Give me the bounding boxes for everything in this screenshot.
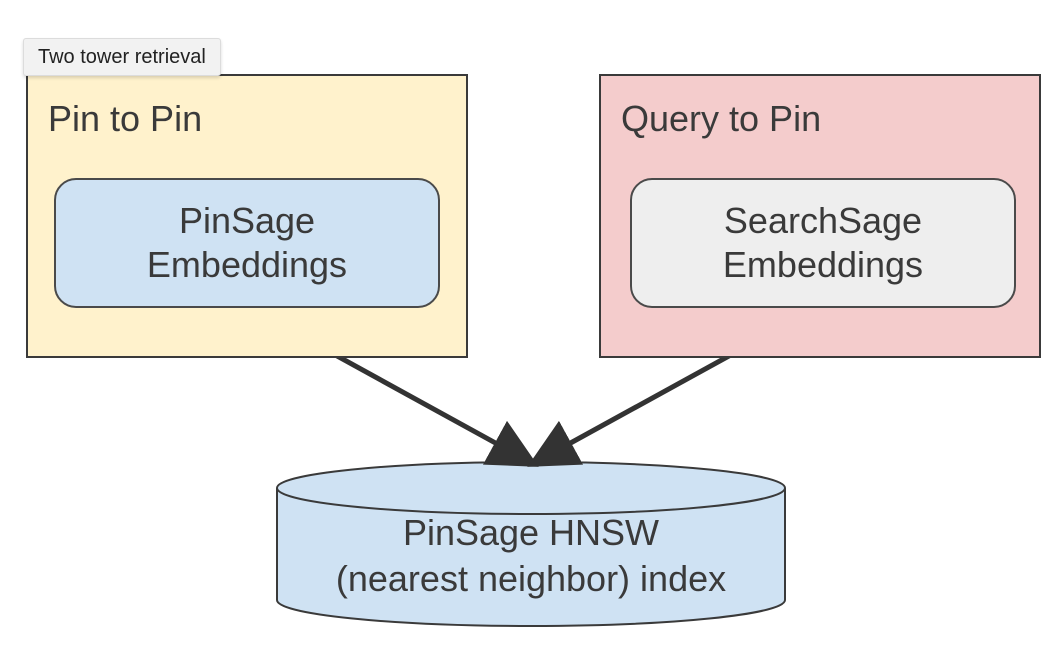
index-cylinder-body bbox=[276, 488, 786, 627]
group-pin-to-pin: Pin to Pin PinSage Embeddings bbox=[26, 74, 468, 358]
tooltip: Two tower retrieval bbox=[23, 38, 221, 76]
index-label-line1: PinSage HNSW bbox=[402, 512, 660, 553]
node-label-line1: SearchSage bbox=[723, 200, 923, 241]
node-label-line2: Embeddings bbox=[722, 244, 924, 285]
group-title: Pin to Pin bbox=[48, 98, 203, 139]
index-label: PinSage HNSW (nearest neighbor) index bbox=[277, 510, 785, 602]
group-query-to-pin: Query to Pin SearchSage Embeddings bbox=[599, 74, 1041, 358]
pinsage-embeddings-node: PinSage Embeddings bbox=[54, 178, 440, 308]
group-title: Query to Pin bbox=[621, 98, 822, 139]
index-label-line2: (nearest neighbor) index bbox=[335, 558, 727, 599]
searchsage-embeddings-node: SearchSage Embeddings bbox=[630, 178, 1016, 308]
node-label-line2: Embeddings bbox=[146, 244, 348, 285]
index-cylinder-top bbox=[276, 461, 786, 515]
node-label-line1: PinSage bbox=[178, 200, 316, 241]
